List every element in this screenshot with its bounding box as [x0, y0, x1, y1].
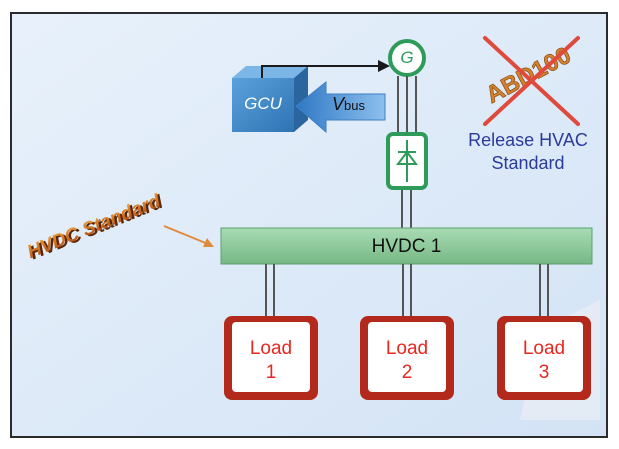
bus-label: HVDC 1	[371, 236, 442, 257]
generator-feed-lines	[397, 76, 417, 134]
generator-symbol	[388, 39, 426, 77]
vbus-symbol: V	[332, 94, 345, 114]
gcu-control-arrowhead	[378, 60, 390, 72]
vbus-arrow	[295, 80, 386, 134]
load-frame-2	[360, 316, 454, 400]
load-3-line2: 3	[538, 362, 550, 383]
converter-bus-lines	[401, 190, 412, 228]
hvdc-bus-bar	[220, 227, 593, 265]
release-text-line2: Standard	[491, 153, 565, 173]
hvdc-standard-pointer	[163, 225, 209, 245]
release-text-line1: Release HVAC	[468, 130, 588, 150]
gcu-block	[232, 66, 308, 132]
gcu-control-line	[261, 65, 378, 78]
generator-label: G	[400, 48, 414, 67]
load-frame-1	[224, 316, 318, 400]
load-1-line2: 1	[265, 362, 277, 383]
bus-load-lines	[265, 264, 549, 316]
vbus-subscript: bus	[344, 98, 365, 113]
gcu-label: GCU	[244, 94, 282, 113]
vbus-label: Vbus	[332, 94, 365, 115]
load-2-line2: 2	[401, 362, 413, 383]
load-3-line1: Load	[522, 338, 566, 359]
load-1-line1: Load	[249, 338, 293, 359]
hvdc-standard-pointer-head	[203, 238, 214, 247]
cross-mark	[483, 36, 580, 126]
load-2-line1: Load	[385, 338, 429, 359]
load-frame-3	[497, 316, 591, 400]
rectifier-block	[386, 132, 428, 190]
